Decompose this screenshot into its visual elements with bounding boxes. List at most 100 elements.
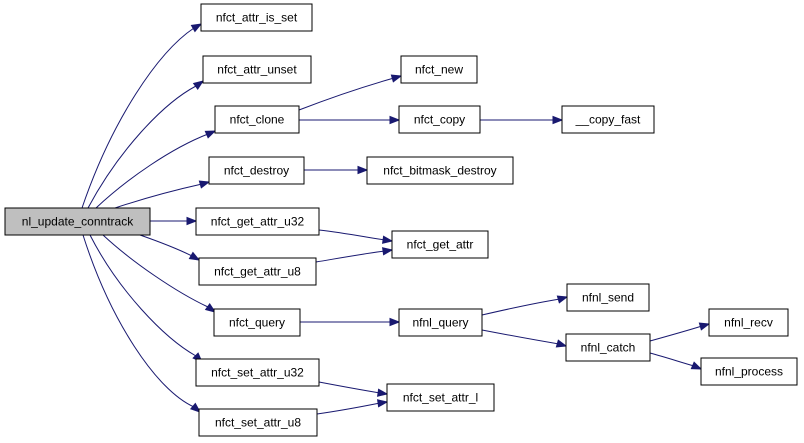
edge-nfct-get-attr-u8-to-nfct-get-attr — [315, 247, 394, 263]
edge-arrowhead — [189, 402, 202, 413]
node-nfnl-catch[interactable]: nfnl_catch — [565, 333, 651, 362]
edge-line — [95, 133, 209, 209]
node-copy-fast[interactable]: __copy_fast — [561, 105, 655, 134]
edge-line — [87, 85, 197, 209]
svg-text:nfnl_process: nfnl_process — [715, 365, 783, 379]
svg-text:nfct_attr_unset: nfct_attr_unset — [217, 63, 297, 77]
edge-line — [298, 77, 395, 111]
svg-text:nfct_clone: nfct_clone — [230, 113, 285, 127]
node-nfnl-process[interactable]: nfnl_process — [700, 357, 798, 386]
node-nfct-bitmask-destroy[interactable]: nfct_bitmask_destroy — [366, 156, 514, 185]
edge-line — [318, 229, 386, 241]
node-nfct-attr-is-set[interactable]: nfct_attr_is_set — [200, 3, 313, 32]
node-nfct-get-attr[interactable]: nfct_get_attr — [391, 230, 489, 259]
edge-arrowhead — [376, 399, 389, 408]
edge-line — [649, 352, 695, 367]
node-nfct-set-attr-u32[interactable]: nfct_set_attr_u32 — [195, 358, 320, 387]
edge-line — [481, 298, 561, 316]
edge-arrowhead — [698, 322, 711, 331]
node-nfct-get-attr-u32[interactable]: nfct_get_attr_u32 — [195, 207, 320, 236]
svg-text:nfct_bitmask_destroy: nfct_bitmask_destroy — [383, 164, 496, 178]
edge-nfct-get-attr-u32-to-nfct-get-attr — [318, 229, 394, 244]
svg-text:nfct_set_attr_u8: nfct_set_attr_u8 — [215, 416, 301, 430]
node-nfct-attr-unset[interactable]: nfct_attr_unset — [202, 55, 312, 84]
edge-nl-update-conntrack-to-nfct-attr-unset — [87, 80, 205, 209]
node-nfnl-query[interactable]: nfnl_query — [398, 308, 483, 337]
edge-line — [649, 325, 703, 342]
edge-line — [102, 234, 209, 308]
edge-nfct-copy-to-copy-fast — [480, 115, 564, 125]
svg-text:nfct_get_attr_u8: nfct_get_attr_u8 — [214, 265, 301, 279]
svg-text:nfct_query: nfct_query — [229, 316, 285, 330]
svg-text:nfnl_recv: nfnl_recv — [724, 316, 773, 330]
edges-layer — [81, 23, 711, 415]
svg-text:nfnl_send: nfnl_send — [582, 291, 634, 305]
node-nfct-get-attr-u8[interactable]: nfct_get_attr_u8 — [198, 257, 317, 286]
edge-arrowhead — [390, 74, 403, 83]
node-nfct-destroy[interactable]: nfct_destroy — [208, 156, 305, 185]
edge-arrowhead — [204, 130, 217, 139]
edge-nl-update-conntrack-to-nfct-set-attr-u32 — [89, 234, 203, 363]
edge-arrowhead — [381, 247, 394, 256]
edge-arrowhead — [556, 295, 569, 304]
edge-nl-update-conntrack-to-nfct-clone — [95, 130, 217, 209]
edge-arrowhead — [381, 235, 394, 244]
edge-line — [316, 402, 381, 415]
edge-nl-update-conntrack-to-nfct-attr-is-set — [81, 23, 203, 209]
edge-line — [114, 183, 203, 209]
svg-text:nfct_set_attr_u32: nfct_set_attr_u32 — [211, 366, 304, 380]
edge-line — [81, 27, 195, 209]
edge-nfct-clone-to-nfct-new — [298, 74, 403, 111]
edge-nfct-destroy-to-nfct-bitmask-destroy — [304, 165, 369, 175]
edge-nfnl-catch-to-nfnl-recv — [649, 322, 711, 342]
edge-nl-update-conntrack-to-nfct-get-attr-u8 — [139, 234, 201, 261]
node-nfct-set-attr-u8[interactable]: nfct_set_attr_u8 — [198, 408, 318, 437]
svg-text:nfct_new: nfct_new — [415, 63, 463, 77]
edge-arrowhead — [188, 251, 201, 261]
edge-nfnl-query-to-nfnl-catch — [481, 329, 568, 348]
node-nfct-clone[interactable]: nfct_clone — [214, 105, 300, 134]
edge-arrowhead — [552, 115, 564, 125]
edge-arrowhead — [198, 180, 211, 189]
edge-nfnl-query-to-nfnl-send — [481, 295, 569, 316]
svg-text:nfct_set_attr_l: nfct_set_attr_l — [403, 391, 478, 405]
edge-arrowhead — [389, 317, 401, 327]
node-nfct-copy[interactable]: nfct_copy — [398, 105, 481, 134]
svg-text:nfnl_query: nfnl_query — [412, 316, 468, 330]
node-nfnl-send[interactable]: nfnl_send — [566, 283, 650, 312]
edge-arrowhead — [186, 216, 198, 226]
node-nfct-new[interactable]: nfct_new — [400, 55, 478, 84]
edge-arrowhead — [204, 303, 217, 313]
edge-arrowhead — [376, 388, 389, 397]
svg-text:nfct_attr_is_set: nfct_attr_is_set — [216, 11, 298, 25]
edge-line — [82, 234, 195, 408]
svg-text:nfct_get_attr_u32: nfct_get_attr_u32 — [211, 215, 305, 229]
node-nfct-set-attr-l[interactable]: nfct_set_attr_l — [386, 383, 495, 412]
node-nfct-query[interactable]: nfct_query — [213, 308, 301, 337]
edge-line — [89, 234, 197, 357]
edge-line — [481, 329, 560, 345]
edge-nl-update-conntrack-to-nfct-destroy — [114, 180, 211, 209]
edge-nl-update-conntrack-to-nfct-set-attr-u8 — [82, 234, 202, 413]
edge-nl-update-conntrack-to-nfct-query — [102, 234, 217, 313]
edge-nl-update-conntrack-to-nfct-get-attr-u32 — [150, 216, 198, 226]
edge-arrowhead — [190, 23, 203, 33]
svg-text:nfct_get_attr: nfct_get_attr — [407, 238, 474, 252]
nodes-layer: nl_update_conntrack nfct_attr_is_set nfc… — [4, 3, 798, 437]
edge-nfct-query-to-nfnl-query — [300, 317, 401, 327]
edge-line — [318, 381, 381, 394]
svg-text:nfct_destroy: nfct_destroy — [224, 164, 289, 178]
edge-nfct-set-attr-u32-to-nfct-set-attr-l — [318, 381, 389, 397]
edge-arrowhead — [690, 361, 703, 370]
edge-line — [139, 234, 193, 257]
edge-nfct-clone-to-nfct-copy — [299, 115, 401, 125]
node-nfnl-recv[interactable]: nfnl_recv — [708, 308, 789, 337]
edge-arrowhead — [555, 339, 568, 348]
svg-text:nfnl_catch: nfnl_catch — [581, 341, 636, 355]
node-nl-update-conntrack[interactable]: nl_update_conntrack — [4, 207, 151, 236]
edge-nfnl-catch-to-nfnl-process — [649, 352, 703, 370]
svg-text:nfct_copy: nfct_copy — [414, 113, 465, 127]
edge-line — [315, 250, 386, 263]
